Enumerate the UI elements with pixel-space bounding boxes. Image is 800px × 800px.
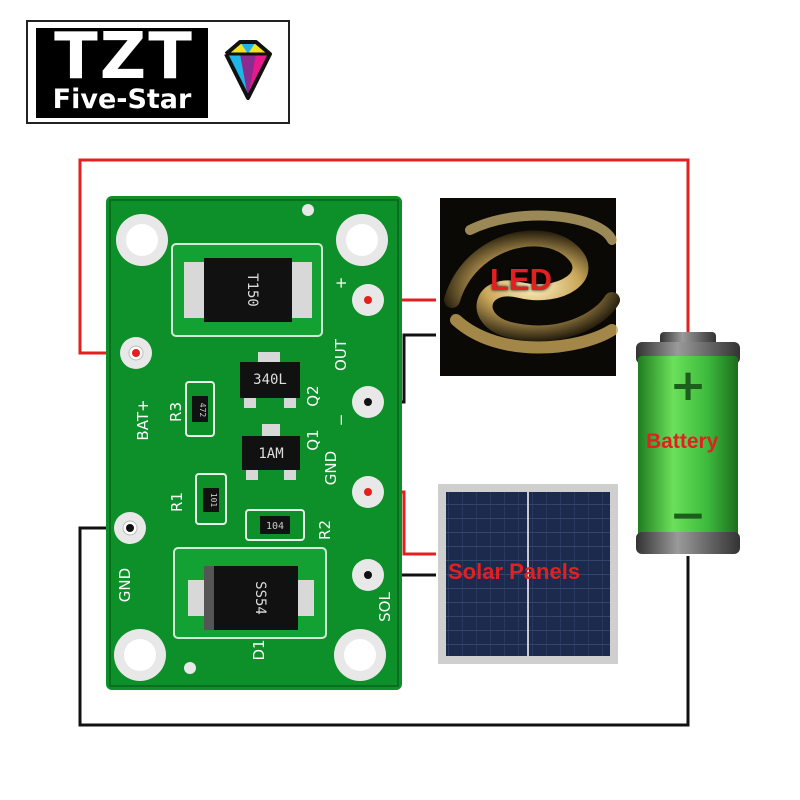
pcb-board: T150 340L 1AM 472 101 104 xyxy=(106,196,402,690)
solar-panel-image xyxy=(438,484,618,664)
r2-body xyxy=(260,516,290,534)
diode-body xyxy=(204,566,298,630)
silk-d1: D1 xyxy=(250,639,268,660)
q1-pin-2 xyxy=(284,470,296,480)
gem-outline xyxy=(224,40,272,100)
led-strip-coil-1 xyxy=(444,230,620,342)
silk-bat-plus: BAT+ xyxy=(134,399,152,440)
r2-marking: 104 xyxy=(266,521,284,532)
mount-hole-tl-center xyxy=(126,224,158,256)
mount-hole-tr-center xyxy=(346,224,378,256)
solar-panels-label: Solar Panels xyxy=(448,559,581,584)
q2-chip-body xyxy=(240,362,300,398)
r1-body xyxy=(203,488,219,512)
q1-chip-marking: 1AM xyxy=(258,446,283,462)
silk-out: OUT xyxy=(332,338,350,371)
led-strip-coil-3 xyxy=(465,210,617,245)
silk-r3: R3 xyxy=(167,402,185,422)
diode-pad-right xyxy=(296,580,314,616)
led-strip-coil-2 xyxy=(450,314,618,354)
battery-bottom-rim xyxy=(636,532,740,554)
dot-bat-plus xyxy=(132,349,140,357)
q1-tab xyxy=(262,424,280,436)
q2-chip-marking: 340L xyxy=(253,372,287,388)
dot-out-minus xyxy=(364,398,372,406)
battery-plus-icon: + xyxy=(670,360,707,411)
silk-q2: Q2 xyxy=(304,385,322,406)
q2-pin-1 xyxy=(244,398,256,408)
r3-marking: 472 xyxy=(198,403,207,418)
mounting-holes xyxy=(114,204,388,681)
q2-tab xyxy=(258,352,280,364)
diamond-icon xyxy=(224,40,272,100)
q1-chip-body xyxy=(242,436,300,470)
silk-out-minus: − xyxy=(332,414,350,427)
fiducial-bottom xyxy=(184,662,196,674)
logo-subtitle: Five-Star xyxy=(52,84,192,115)
dot-gnd-right xyxy=(364,488,372,496)
r3-body xyxy=(192,396,208,422)
q1-pin-1 xyxy=(246,470,258,480)
r2-outline xyxy=(245,509,305,541)
dot-out-plus xyxy=(364,296,372,304)
diode-pad-left xyxy=(188,580,206,616)
q2-pin-2 xyxy=(284,398,296,408)
wire-bat-plus xyxy=(78,158,690,355)
inductor-body xyxy=(204,258,292,322)
logo-brand-text: TZT xyxy=(54,20,194,94)
led-strip-image xyxy=(440,198,620,376)
r1-outline xyxy=(195,473,227,525)
wire-gnd-main xyxy=(78,526,690,727)
gem-top-mid xyxy=(240,42,256,54)
silk-out-plus: + xyxy=(332,277,350,290)
diode-band xyxy=(204,566,214,630)
fiducial-top xyxy=(302,204,314,216)
inductor-marking: T150 xyxy=(244,273,260,307)
led-label: LED xyxy=(490,262,552,297)
pcb-edge xyxy=(109,199,399,687)
silk-gnd-right: GND xyxy=(322,451,340,485)
battery-body xyxy=(638,356,738,540)
battery-minus-icon: − xyxy=(670,490,707,541)
silk-q1: Q1 xyxy=(304,429,322,450)
mount-hole-br-center xyxy=(344,639,376,671)
silk-r1: R1 xyxy=(168,492,186,512)
r3-outline xyxy=(185,381,215,437)
r1-marking: 101 xyxy=(209,493,218,508)
battery-label: Battery xyxy=(646,430,719,453)
diode-marking: SS54 xyxy=(252,581,268,615)
logo-badge: TZT Five-Star xyxy=(36,20,208,118)
dot-sol xyxy=(364,571,372,579)
brand-logo: TZT Five-Star xyxy=(26,20,290,124)
gem-center-facet xyxy=(240,54,256,98)
silk-r2: R2 xyxy=(316,520,334,540)
dot-gnd-left xyxy=(126,524,134,532)
mount-hole-bl-center xyxy=(124,639,156,671)
silk-sol: SOL xyxy=(376,592,394,622)
battery-graphic: + − xyxy=(636,332,740,554)
silk-gnd-left: GND xyxy=(116,568,134,602)
